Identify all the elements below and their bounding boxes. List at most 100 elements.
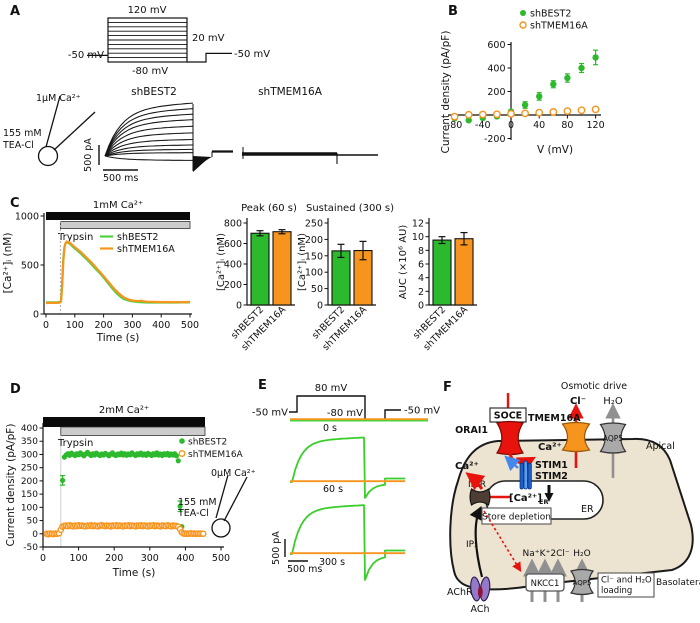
trypsin-bar-d-label: Trypsin xyxy=(57,438,93,449)
svg-text:350: 350 xyxy=(21,437,38,447)
panel-label-c: C xyxy=(10,196,20,211)
legend-d: shBEST2 shTMEM16A xyxy=(178,438,244,460)
stim-orai-coupling-arrow xyxy=(504,455,521,472)
svg-text:400: 400 xyxy=(487,64,505,75)
ca-to-nkcc1-dotted-arrow xyxy=(483,510,522,573)
peak-chart-title: Peak (60 s) xyxy=(241,203,297,214)
aqp5-baso-label: AQP5 xyxy=(573,579,592,587)
calcium-bar-d xyxy=(43,417,205,427)
scalebar-a: 500 pA 500 ms xyxy=(83,138,138,184)
protocol-e-hold-right-label: -50 mV xyxy=(404,406,440,417)
panel-e: 80 mV -50 mV -80 mV -50 mV 0 s 60 s 300 … xyxy=(252,383,440,581)
basolateral-label: Basolateral xyxy=(656,578,700,588)
d-xlabel: Time (s) xyxy=(112,567,156,579)
ip3r-channel xyxy=(469,488,491,506)
legend-b-shbest2: shBEST2 xyxy=(530,9,571,20)
svg-text:400: 400 xyxy=(224,260,242,271)
aqp5-baso-channel xyxy=(569,568,595,596)
calcium-bar-c-label: 1mM Ca²⁺ xyxy=(93,200,143,211)
legend-b: shBEST2 shTMEM16A xyxy=(519,9,588,32)
svg-text:0: 0 xyxy=(40,553,46,564)
ip3-label: IP₃ xyxy=(466,540,478,550)
shtmem16a-current-trace xyxy=(242,147,378,164)
trypsin-bar-d xyxy=(60,426,206,436)
svg-text:0: 0 xyxy=(43,320,49,331)
k-label: K⁺ xyxy=(540,549,551,559)
trace-title-shtmem16a: shTMEM16A xyxy=(258,86,323,98)
svg-text:-200: -200 xyxy=(484,134,506,145)
svg-text:6: 6 xyxy=(418,260,424,271)
ca-er-label: [Ca²⁺] xyxy=(509,493,542,504)
scalebar-a-horizontal-label: 500 ms xyxy=(103,173,138,184)
cl-label: Cl⁻ xyxy=(570,396,586,407)
panel-label-d: D xyxy=(10,382,21,397)
aqp5-apical-label: AQP5 xyxy=(603,434,623,443)
svg-text:150: 150 xyxy=(21,490,38,500)
peak-chart-ylabel: [Ca²⁺]ᵢ (nM) xyxy=(216,233,227,291)
ca-release-label: Ca²⁺ xyxy=(455,461,479,472)
svg-text:250: 250 xyxy=(21,464,38,474)
legend-c-shtmem16a: shTMEM16A xyxy=(117,244,175,255)
protocol-a-hold-right-label: -50 mV xyxy=(234,49,270,60)
svg-text:150: 150 xyxy=(305,251,323,262)
svg-text:0: 0 xyxy=(508,120,514,131)
svg-text:1000: 1000 xyxy=(15,212,39,223)
svg-text:0: 0 xyxy=(418,301,424,312)
panel-c: 1mM Ca²⁺ Trypsin shBEST2 shTMEM16A 0 500 1… xyxy=(2,200,477,353)
ip3-signal-arrow xyxy=(469,506,484,578)
svg-text:0: 0 xyxy=(32,530,38,540)
svg-text:300: 300 xyxy=(141,553,159,564)
svg-text:80: 80 xyxy=(561,120,573,131)
protocol-a-top-label: 120 mV xyxy=(128,5,167,16)
stim2-label: STIM2 xyxy=(535,471,568,482)
trypsin-bar-c-label: Trypsin xyxy=(57,232,93,243)
aqp5-apical-channel xyxy=(599,422,627,454)
protocol-e-top-label: 80 mV xyxy=(315,383,348,394)
store-decrease-arrow xyxy=(544,485,554,502)
c-time-ylabel: [Ca²⁺]ᵢ (nM) xyxy=(2,233,14,294)
svg-text:400: 400 xyxy=(21,424,38,434)
svg-text:600: 600 xyxy=(224,239,242,250)
stim-proteins xyxy=(519,460,532,490)
svg-text:100: 100 xyxy=(70,553,88,564)
na-label: Na⁺ xyxy=(523,549,540,559)
svg-text:500: 500 xyxy=(21,261,39,272)
svg-text:40: 40 xyxy=(533,120,545,131)
pipette-a-bath-label-2: TEA-Cl xyxy=(2,140,34,151)
svg-text:2: 2 xyxy=(418,287,424,298)
store-depletion-box xyxy=(481,507,552,525)
svg-text:10: 10 xyxy=(412,232,424,243)
h2o-apical-label: H₂O xyxy=(603,396,623,407)
auc-chart-ylabel: AUC (×10⁶ AU) xyxy=(398,225,409,300)
svg-text:12: 12 xyxy=(412,219,424,230)
orai1-label: ORAI1 xyxy=(455,425,488,436)
nkcc1-box xyxy=(525,573,565,592)
scalebar-e-vertical-label: 500 pA xyxy=(271,531,282,565)
orai1-channel xyxy=(496,420,524,456)
panel-label-a: A xyxy=(10,4,21,19)
svg-text:200: 200 xyxy=(487,87,505,98)
svg-text:250: 250 xyxy=(305,219,323,230)
svg-text:120: 120 xyxy=(587,120,605,131)
pipette-d-bath-label-1: 155 mM xyxy=(178,497,217,508)
svg-text:400: 400 xyxy=(152,320,170,331)
svg-text:400: 400 xyxy=(176,553,194,564)
svg-text:0: 0 xyxy=(236,301,242,312)
achr-receptor xyxy=(470,576,491,602)
protocol-e-hold-left-label: -50 mV xyxy=(252,408,288,419)
sweep-label-60s: 60 s xyxy=(323,484,343,495)
svg-text:600: 600 xyxy=(487,40,505,51)
tmem16a-label: TMEM16A xyxy=(528,413,581,424)
trypsin-bar-c xyxy=(60,221,191,229)
svg-text:50: 50 xyxy=(27,517,39,527)
svg-text:100: 100 xyxy=(305,268,323,279)
svg-text:500: 500 xyxy=(181,320,199,331)
svg-text:800: 800 xyxy=(224,219,242,230)
pipette-schematic-a xyxy=(37,95,96,167)
legend-c-shbest2: shBEST2 xyxy=(117,232,158,243)
svg-text:8: 8 xyxy=(418,246,424,257)
legend-b-shtmem16a: shTMEM16A xyxy=(530,21,588,32)
